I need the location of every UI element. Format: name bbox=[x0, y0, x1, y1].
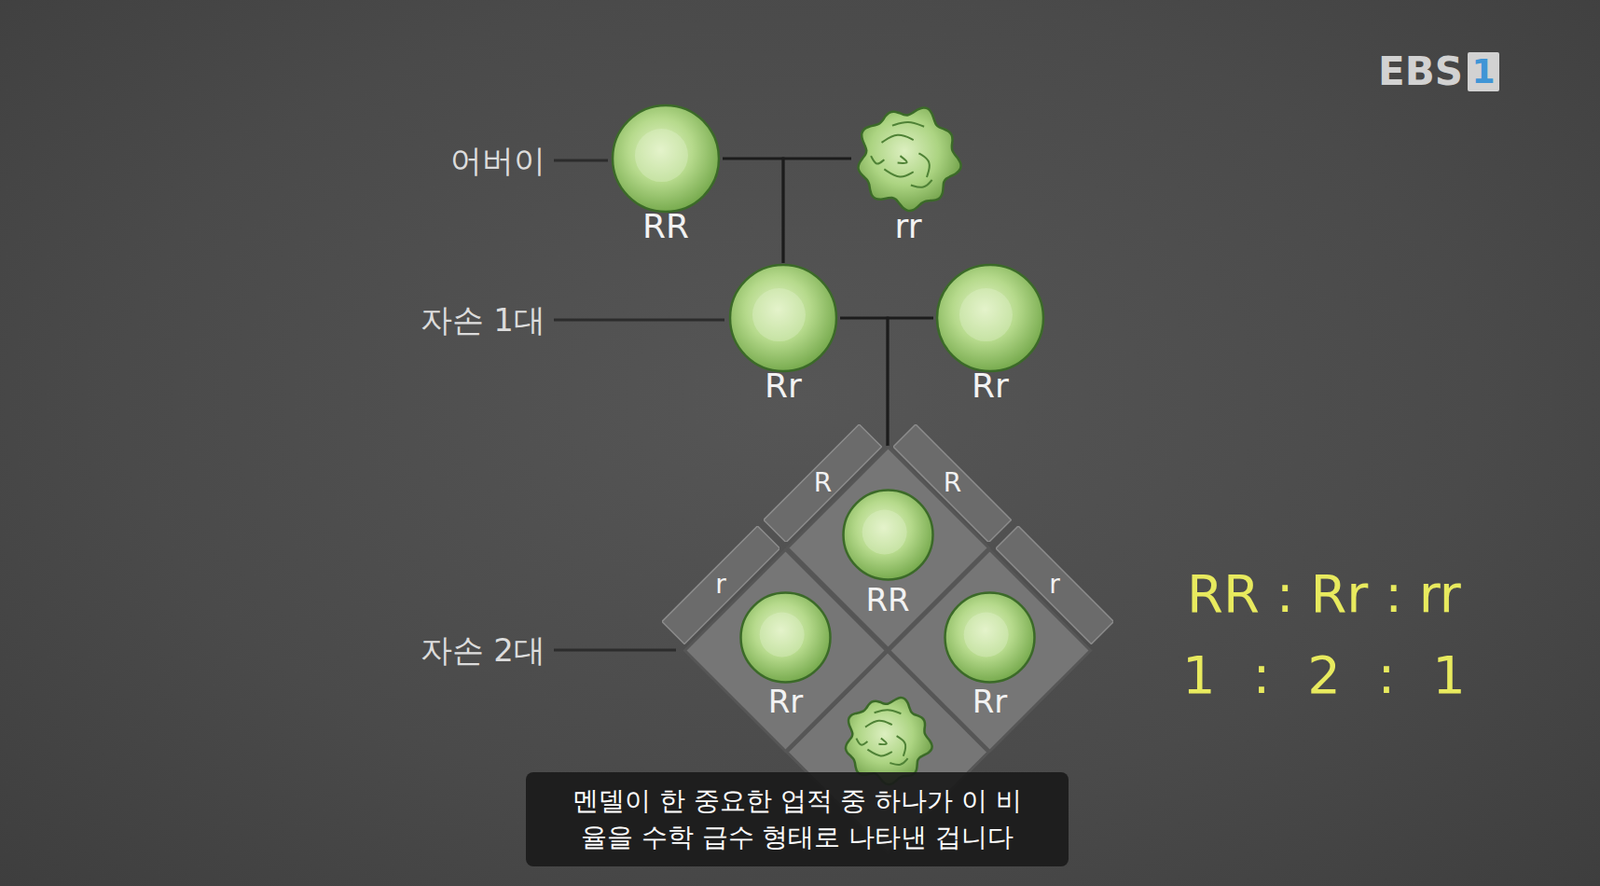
genotype-label: r bbox=[1048, 571, 1061, 598]
pea-node: Rr bbox=[933, 262, 1048, 411]
genotype-label: Rr bbox=[683, 685, 888, 718]
genotype-label: RR bbox=[608, 209, 723, 244]
leader-line bbox=[553, 159, 608, 163]
pea-wrinkle bbox=[892, 122, 925, 127]
pea-picture bbox=[726, 262, 841, 373]
punnett-cell-picture bbox=[683, 548, 888, 753]
genotype-label: R bbox=[813, 469, 832, 497]
pea-wrinkle bbox=[882, 135, 914, 143]
pea-wrinkle bbox=[910, 179, 933, 188]
pea-wrinkle bbox=[889, 758, 908, 765]
genotype-label: Rr bbox=[887, 685, 1092, 718]
leader-line bbox=[553, 648, 676, 652]
punnett-cell: Rr bbox=[887, 548, 1092, 753]
cross-line bbox=[722, 158, 784, 263]
channel-logo: EBS bbox=[1378, 52, 1463, 92]
pea-wrinkle bbox=[874, 709, 902, 714]
punnett-cell: Rr bbox=[683, 548, 888, 753]
pea-wrinkle bbox=[883, 168, 913, 177]
wrinkled-pea bbox=[858, 108, 962, 211]
pea-wrinkle bbox=[870, 155, 884, 164]
punnett-cell-outline bbox=[685, 549, 887, 751]
punnett-cell-picture bbox=[887, 548, 1092, 753]
pea-wrinkle bbox=[867, 749, 892, 757]
pea-wrinkle bbox=[897, 155, 908, 164]
round-pea bbox=[612, 105, 719, 212]
generation-label: 자손 1대 bbox=[354, 303, 546, 336]
pea-node: Rr bbox=[726, 262, 841, 411]
pea-wrinkle bbox=[865, 720, 893, 728]
pea-highlight bbox=[752, 288, 806, 342]
subtitle: 멘델이 한 중요한 업적 중 하나가 이 비율을 수학 급수 형태로 나타낸 겁… bbox=[525, 772, 1069, 867]
pea-wrinkle bbox=[878, 738, 886, 745]
pea-wrinkle bbox=[918, 152, 929, 178]
genotype-label: rr bbox=[851, 209, 966, 244]
genotype-label: Rr bbox=[726, 369, 841, 403]
punnett-cell-outline bbox=[889, 549, 1091, 751]
pea-highlight bbox=[759, 611, 805, 657]
pea-picture bbox=[608, 103, 723, 214]
generation-label: 어버이 bbox=[354, 144, 546, 177]
pea-node: RR bbox=[608, 103, 723, 251]
round-pea bbox=[937, 264, 1044, 372]
pea-highlight bbox=[861, 510, 907, 555]
generation-label: 자손 2대 bbox=[354, 634, 546, 666]
cross-line bbox=[840, 317, 888, 446]
pea-highlight bbox=[959, 288, 1013, 342]
round-pea bbox=[730, 264, 837, 372]
pea-picture bbox=[933, 262, 1048, 373]
genotype-label: RR bbox=[786, 583, 991, 616]
pea-node: rr bbox=[851, 103, 966, 251]
pea-highlight bbox=[964, 611, 1009, 657]
pea-picture bbox=[851, 103, 966, 214]
pea-wrinkle bbox=[855, 738, 868, 745]
genotype-label: R bbox=[943, 469, 962, 497]
genotype-label: r bbox=[715, 571, 727, 598]
genotype-ratio: RR : Rr : rr bbox=[1156, 567, 1492, 621]
leader-line bbox=[553, 318, 725, 322]
cross-line bbox=[783, 158, 852, 263]
genotype-label: Rr bbox=[933, 369, 1048, 403]
ratio-number: 1 : 2 : 1 bbox=[1156, 648, 1492, 702]
round-pea bbox=[945, 592, 1035, 682]
round-pea bbox=[741, 592, 831, 682]
channel-number: 1 bbox=[1467, 52, 1500, 92]
round-pea bbox=[842, 490, 933, 580]
cross-line bbox=[887, 317, 934, 446]
pea-highlight bbox=[634, 128, 689, 182]
pea-wrinkle bbox=[896, 735, 907, 757]
